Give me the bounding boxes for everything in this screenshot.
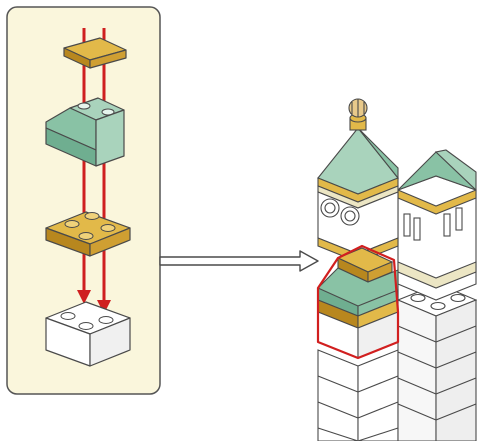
stud xyxy=(64,220,80,228)
tower-upper-right xyxy=(397,149,477,301)
tower-spire xyxy=(317,98,399,209)
arrow-head-right xyxy=(97,300,111,314)
stud xyxy=(98,316,114,324)
highlighted-piece xyxy=(316,244,400,360)
brick-right xyxy=(89,317,131,367)
plate-right xyxy=(89,227,131,257)
stud xyxy=(77,102,91,110)
stud xyxy=(78,322,94,330)
stud xyxy=(100,224,116,232)
stud xyxy=(78,232,94,240)
stud xyxy=(101,108,115,116)
tan-plate-1x2 xyxy=(63,37,127,69)
stud xyxy=(60,312,76,320)
tower-base-left xyxy=(317,349,399,441)
plate-right xyxy=(89,49,127,69)
tower-model xyxy=(316,98,477,441)
callout-pointer xyxy=(159,250,319,272)
highlight-outline xyxy=(316,244,400,360)
arrow-head-left xyxy=(77,290,91,304)
white-brick-2x2 xyxy=(45,301,131,367)
tan-plate-2x2 xyxy=(45,211,131,257)
slope-right xyxy=(95,109,125,167)
stud xyxy=(84,212,100,220)
tower-base-right xyxy=(396,283,477,441)
green-slope-2x2 xyxy=(45,97,125,167)
